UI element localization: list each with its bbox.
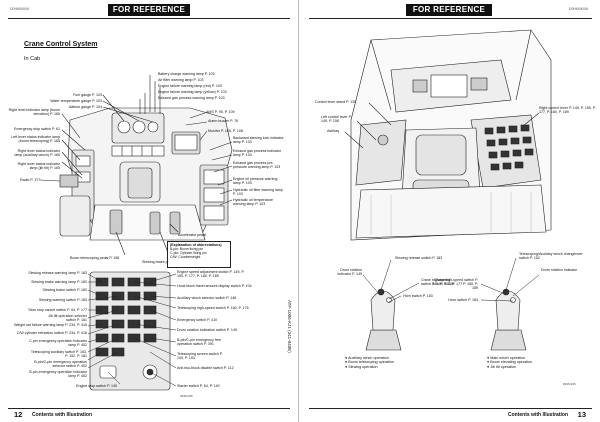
label-drum-rotation-indicator-right: Drum rotation indicator: [541, 268, 593, 272]
label-hydraulic-filter: Hydraulic oil filter warning lamp P. 103: [233, 188, 285, 196]
right-page: FOR REFERENCE ONLY D0HM0KI06: [301, 0, 600, 422]
label-jib-tilt-selector: Jib tilt operation selector switch P. 18…: [43, 314, 87, 322]
label-exhaust-warning: Exhaust gas process warning lamp P. 103: [158, 96, 225, 100]
label-monitor: Monitor P. 105, P. 108: [208, 129, 243, 133]
label-anti-two-block: Anti-two-block disable switch P. 112: [177, 366, 234, 370]
label-right-lever-aux: Right lever status indicator lamp (auxil…: [10, 149, 60, 157]
footer-rule: [309, 408, 592, 409]
label-weight-set-failure: Weight set failure warning lamp P. 234, …: [14, 323, 87, 327]
label-engine-failure-red: Engine failure warning lamp (red) P. 103: [158, 84, 222, 88]
page-number: 13: [578, 410, 586, 419]
left-page: FOR REFERENCE ONLY D0HM0KI06 Crane Contr…: [0, 0, 299, 422]
label-bpin-indicator: B-pin emergency operation indicator lamp…: [27, 370, 87, 378]
label-aux-winch-selector: Auxiliary winch selector switch P. 148: [177, 296, 236, 300]
footer-rule: [8, 408, 290, 409]
label-telescoping-highspeed: Telescoping high-speed switch P. 160, P.…: [177, 306, 249, 310]
label-slewing-release-switch: Slewing release switch P. 183: [395, 256, 442, 260]
label-bpin-cpin-selector: B-pin/C-pin emergency operation selector…: [23, 360, 87, 368]
label-telescoping-screen: Telescoping screen switch P. 109, P. 193: [177, 352, 227, 360]
label-engine-failure-yellow: Engine failure warning lamp (yellow) P. …: [158, 90, 227, 94]
label-accelerator-pedal: Accelerator pedal: [178, 233, 206, 237]
legend-item: C/W: Counterweight: [170, 255, 228, 259]
label-right-level-indicator: Right level indicator lamp (boom elevati…: [8, 108, 60, 116]
label-cpin-indicator: C-pin emergency operation indicator lamp…: [29, 339, 87, 347]
label-slow-stop-cancel: Slow stop cancel switch P. 64, P. 177: [28, 308, 87, 312]
label-engine-stop-switch: Engine stop switch P. 140: [76, 384, 117, 388]
label-slewing-brake-switch: Slewing brake switch P. 183: [43, 288, 87, 292]
label-emergency-stop: Emergency stop switch P. 61: [14, 127, 60, 131]
cab-illustration: [0, 0, 299, 422]
label-starter-switch: Starter switch P. 64, P. 140: [177, 384, 220, 388]
label-right-lever-jib: Right lever status indicator lamp (jib t…: [10, 162, 60, 170]
label-exhaust-prepressure: Exhaust gas process pre-pressure warning…: [233, 161, 287, 169]
label-fuel-gauge: Fuel gauge P. 103: [73, 93, 102, 97]
label-battery-charge-lamp: Battery charge warning lamp P. 103: [158, 72, 215, 76]
label-control-lever-stand: Control lever stand P. 139: [315, 100, 356, 104]
label-hook-block-display: Hook block travel amount display switch …: [177, 284, 252, 288]
page-number: 12: [14, 410, 22, 419]
label-boom-telescoping-pedal: Boom telescoping pedal P. 158: [70, 256, 119, 260]
label-emergency-switch: Emergency switch P. 410: [177, 318, 217, 322]
label-slewing-brake-lamp: Slewing brake warning lamp P. 183: [31, 280, 87, 284]
label-exhaust-process-lamp: Exhaust gas process indicator lamp P. 10…: [233, 149, 285, 157]
footer-text: Contents with Illustration: [32, 412, 92, 418]
label-drum-rotation-indicator-left: Drum rotation indicator P. 149: [328, 268, 362, 276]
label-horn-switch-left: Horn switch P. 183: [403, 294, 433, 298]
label-slewing-release-lamp: Slewing release warning lamp P. 183: [28, 271, 87, 275]
label-left-control-lever: Left control lever P. 149, P. 158: [321, 115, 359, 123]
label-right-control-lever: Right control lever P. 149, P. 155, P. 1…: [539, 106, 599, 114]
right-lever-operations: ● Main winch operation ● Boom elevating …: [487, 356, 532, 369]
label-tele-aux-changeover: Telescoping/Auxiliary winch changeover s…: [519, 252, 587, 260]
label-adblue-gauge: Adblue gauge P. 104: [69, 105, 102, 109]
label-ams: AMS P. 95, P. 109: [206, 110, 235, 114]
label-drum-rotation-switch: Drum rotation indication switch P. 149: [177, 328, 237, 332]
op-item: ● Jib tilt operation: [487, 365, 532, 369]
left-lever-operations: ● Auxiliary winch operation ● Boom teles…: [345, 356, 394, 369]
footer-text: Contents with Illustration: [508, 412, 568, 418]
label-ashtray: Ashtray: [327, 129, 339, 133]
label-telescoping-aux: Telescoping auxiliary switch P. 163, P. …: [29, 350, 87, 358]
label-air-filter-lamp: Air filter warning lamp P. 103: [158, 78, 203, 82]
figure-code: 0936-006: [180, 394, 193, 398]
figure-code: 0936-906: [563, 382, 576, 386]
label-radio: Radio P. 377: [20, 178, 40, 182]
label-left-lever-status: Left lever status indicator lamp (boom t…: [10, 135, 60, 143]
label-water-temp-gauge: Water temperature gauge P. 103: [50, 99, 102, 103]
label-hydraulic-temp: Hydraulic oil temperature warning lamp P…: [233, 198, 283, 206]
label-cw-cylinder-retract: C/W cylinder retraction switch P. 234, P…: [17, 331, 87, 335]
label-backward-slewing-lock: Backward slewing lock indicator lamp P. …: [233, 136, 285, 144]
label-alarm-buzzer: Alarm buzzer P. 76: [208, 119, 238, 123]
label-horn-switch-right: Horn switch P. 183: [448, 298, 478, 302]
label-crane-highspeed-right: Crane high-speed switch P. 149, P. 155, …: [428, 278, 478, 291]
op-item: ● Slewing operation: [345, 365, 394, 369]
label-engine-oil-pressure: Engine oil pressure warning lamp P. 103: [233, 177, 285, 185]
label-engine-speed-adjust: Engine speed adjustment switch P. 149, P…: [177, 270, 247, 278]
label-bpin-cpin-free: B-pin/C-pin emergency free operation swi…: [177, 338, 235, 346]
label-slewing-warning-switch: Slewing warning switch P. 183: [39, 298, 87, 302]
vertical-doc-code: ATF-1006-KJ1 (341-040E): [287, 300, 292, 353]
abbreviation-legend: (Explanation of abbreviations) B-pin: Bo…: [167, 241, 231, 268]
